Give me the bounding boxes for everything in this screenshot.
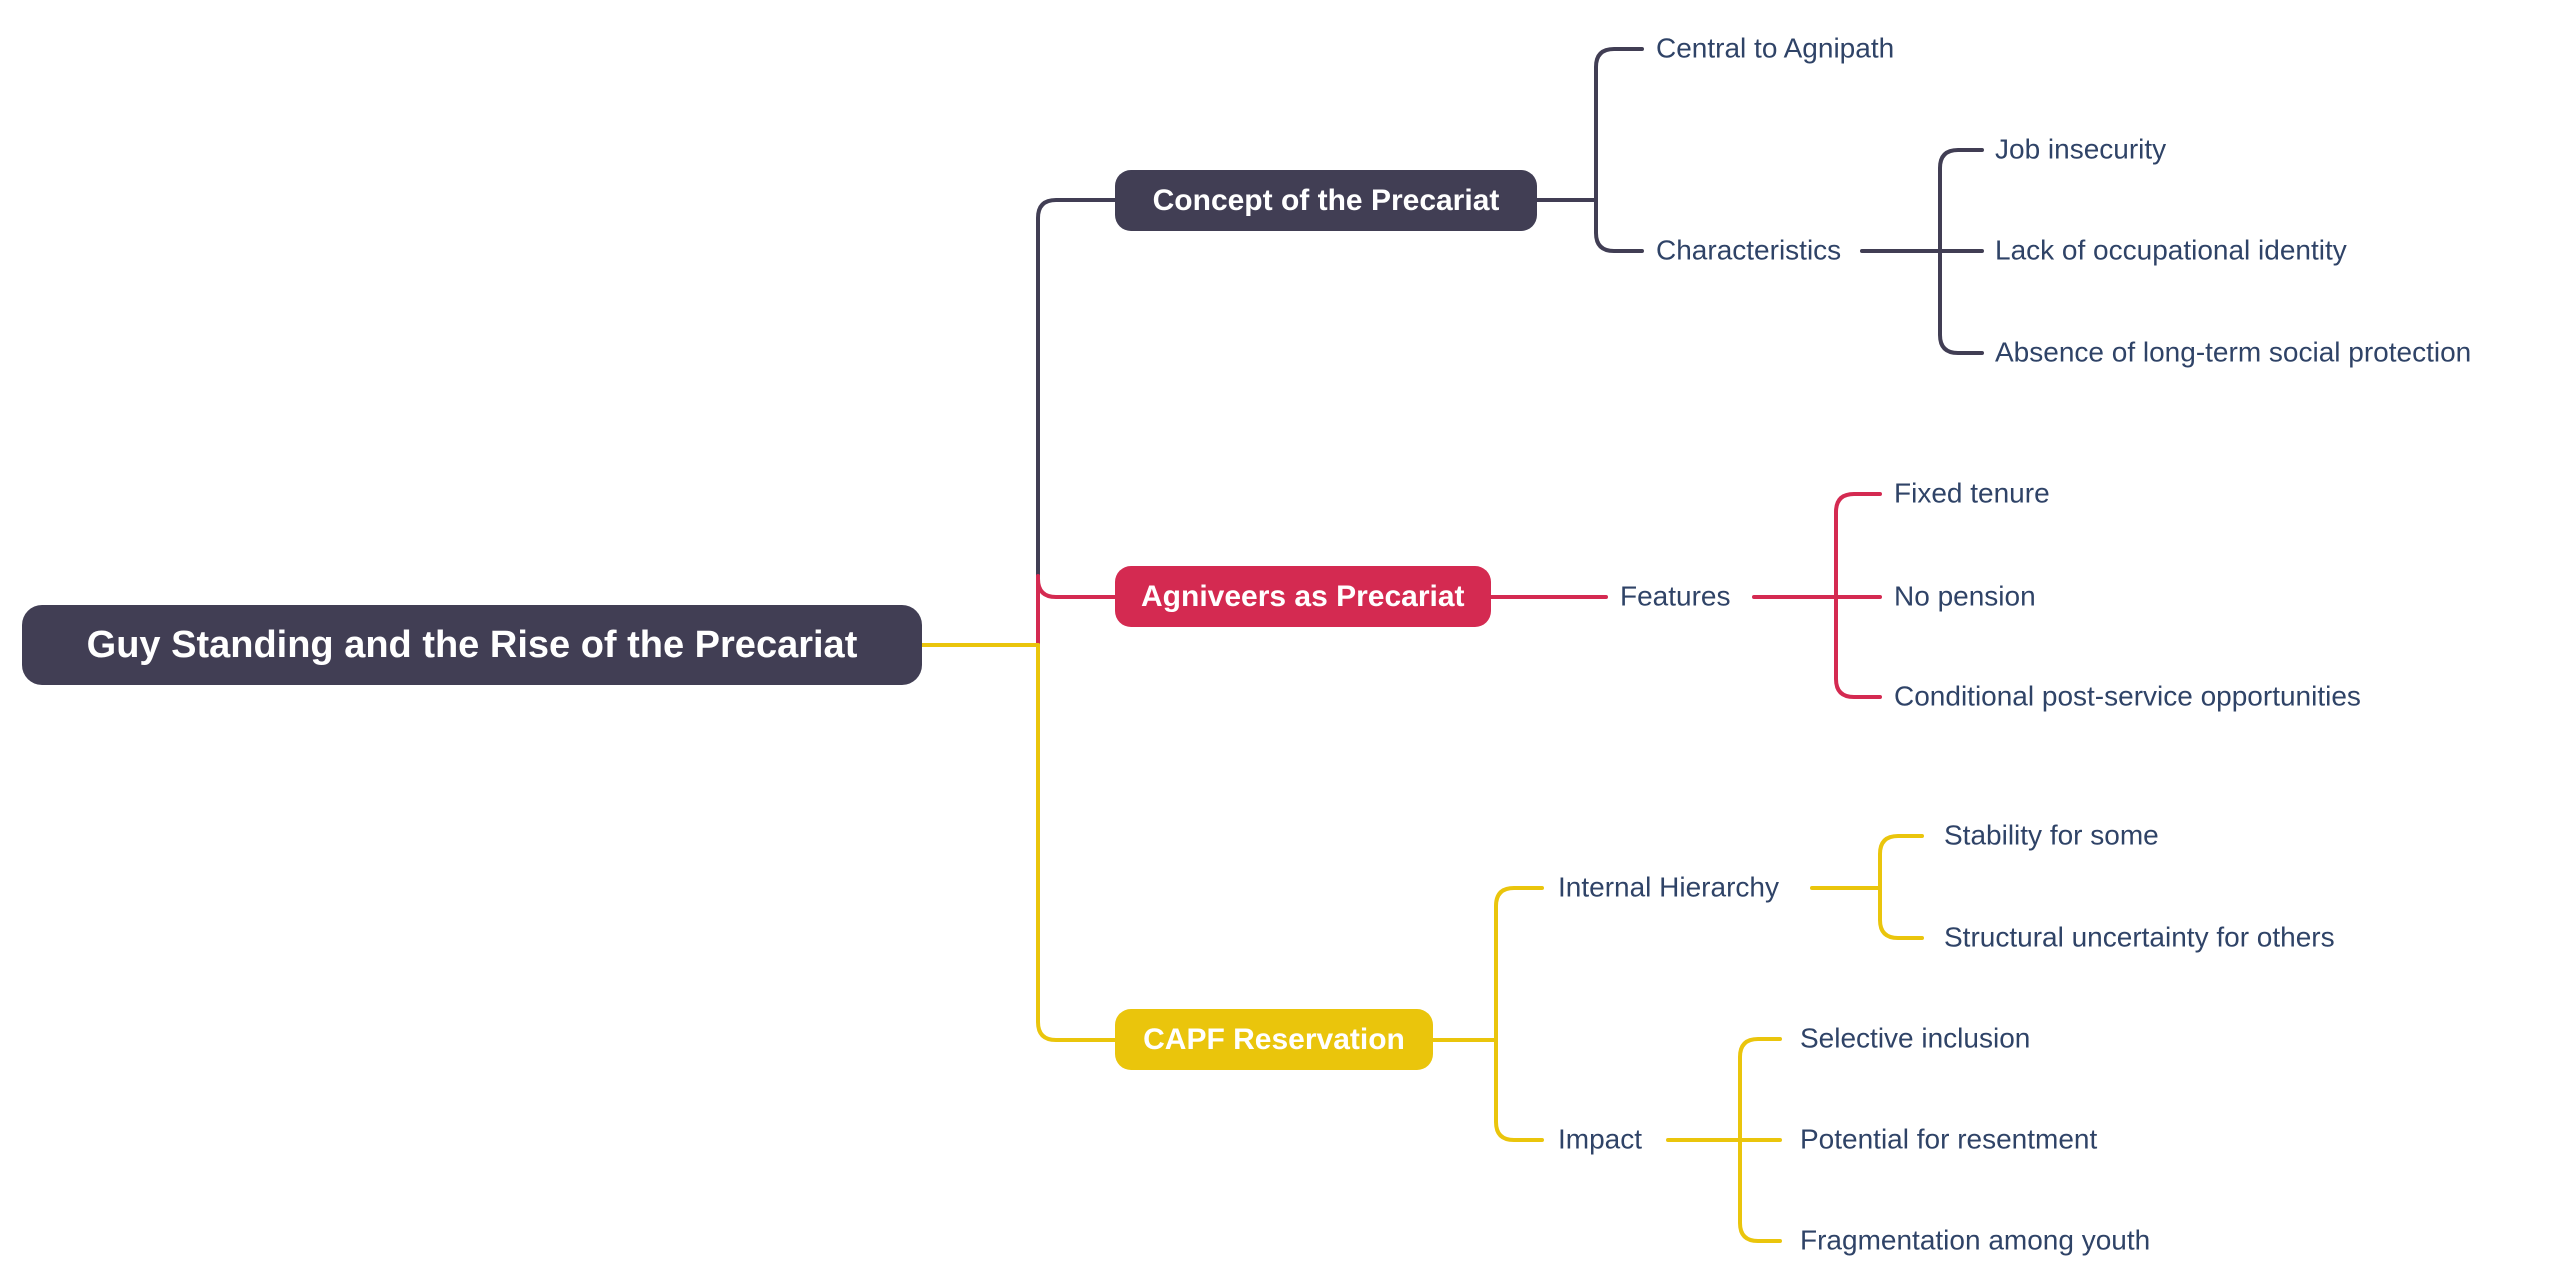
connector-concept-children-trunk bbox=[1594, 47, 1644, 253]
connector-trunk-to-capf bbox=[1036, 643, 1117, 1042]
leaf-no-pension[interactable]: No pension bbox=[1894, 580, 2036, 612]
subbranch-characteristics[interactable]: Characteristics bbox=[1656, 234, 1842, 266]
root-node[interactable]: Guy Standing and the Rise of the Precari… bbox=[22, 605, 922, 685]
leaf-stability-for-some[interactable]: Stability for some bbox=[1944, 819, 2159, 851]
leaf-fragmentation-among-youth[interactable]: Fragmentation among youth bbox=[1800, 1224, 2151, 1256]
connector-characteristics-children-trunk bbox=[1938, 148, 1984, 355]
leaf-structural-uncertainty-for-others[interactable]: Structural uncertainty for others bbox=[1944, 921, 2335, 953]
connector-trunk-to-agniveers bbox=[1036, 577, 1117, 599]
leaf-conditional-post-service-opportunities[interactable]: Conditional post-service opportunities bbox=[1894, 680, 2361, 712]
connector-features-children-trunk bbox=[1834, 492, 1882, 699]
leaf-central-to-agnipath[interactable]: Central to Agnipath bbox=[1656, 32, 1895, 64]
connector-trunk-to-concept bbox=[1036, 198, 1117, 578]
connector-internal-hierarchy-children-trunk bbox=[1878, 834, 1924, 940]
leaf-fixed-tenure[interactable]: Fixed tenure bbox=[1894, 477, 2050, 509]
leaf-potential-for-resentment[interactable]: Potential for resentment bbox=[1800, 1123, 2098, 1155]
leaf-lack-of-occupational-identity[interactable]: Lack of occupational identity bbox=[1995, 234, 2347, 266]
connector-impact-children-trunk bbox=[1738, 1037, 1782, 1243]
subbranch-features[interactable]: Features bbox=[1620, 580, 1731, 612]
branch-node-capf-reservation[interactable]: CAPF Reservation bbox=[1115, 1009, 1433, 1070]
leaf-absence-of-long-term-social-protection[interactable]: Absence of long-term social protection bbox=[1995, 336, 2472, 368]
subbranch-impact[interactable]: Impact bbox=[1558, 1123, 1643, 1155]
branch-node-concept-of-the-precariat[interactable]: Concept of the Precariat bbox=[1115, 170, 1537, 231]
subbranch-internal-hierarchy[interactable]: Internal Hierarchy bbox=[1558, 871, 1779, 903]
leaf-job-insecurity[interactable]: Job insecurity bbox=[1995, 133, 2167, 165]
branch-node-agniveers-as-precariat[interactable]: Agniveers as Precariat bbox=[1115, 566, 1491, 627]
leaf-selective-inclusion[interactable]: Selective inclusion bbox=[1800, 1022, 2031, 1054]
connector-capf-children-trunk bbox=[1494, 886, 1544, 1142]
